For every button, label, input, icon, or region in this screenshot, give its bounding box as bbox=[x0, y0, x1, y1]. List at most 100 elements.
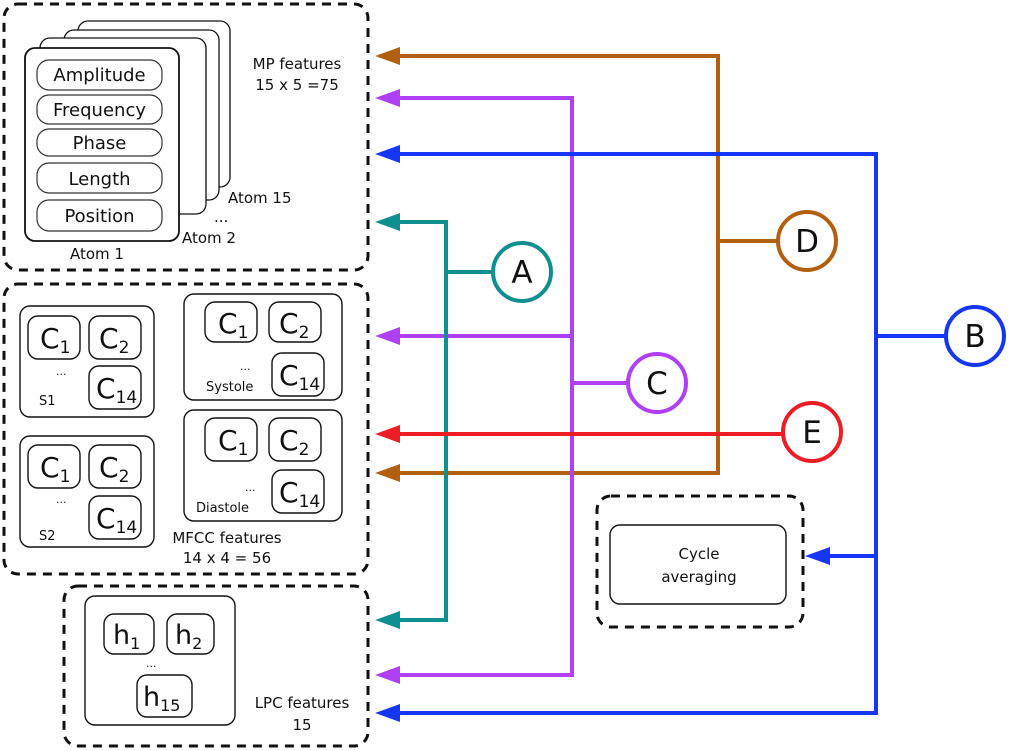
coef-box bbox=[271, 352, 325, 397]
node-e-label: E bbox=[802, 415, 822, 451]
arrow-c-lpc bbox=[375, 666, 400, 684]
coef-h1: h1 bbox=[113, 620, 140, 653]
arrow-a-mp bbox=[375, 213, 400, 231]
arrow-b-cycle bbox=[805, 547, 830, 565]
attribute-amplitude: Amplitude bbox=[53, 65, 145, 86]
attribute-pill bbox=[36, 199, 163, 232]
attribute-length: Length bbox=[68, 169, 130, 190]
node-b-label: B bbox=[964, 319, 985, 355]
attribute-pill bbox=[36, 94, 163, 125]
lpc-features-title: LPC features bbox=[255, 694, 350, 712]
coef-box bbox=[268, 417, 322, 462]
mp-group-border bbox=[2, 2, 370, 272]
connector-b bbox=[395, 152, 878, 715]
coef-ellipsis: ... bbox=[240, 360, 251, 373]
mfcc-features-group: C1 C2 ... C14 S1 C1 C2 ... C14 Systole C… bbox=[2, 282, 370, 576]
coef-c2: C2 bbox=[279, 307, 309, 343]
node-c-circle bbox=[626, 352, 688, 414]
coef-box bbox=[27, 444, 81, 489]
attribute-pill bbox=[36, 162, 163, 194]
arrow-b-lpc bbox=[375, 704, 400, 722]
coef-c1: C1 bbox=[40, 322, 70, 358]
mfcc-features-title: MFCC features bbox=[172, 529, 281, 547]
nodes: A B C D E bbox=[491, 210, 1006, 463]
attribute-pill bbox=[36, 128, 163, 157]
coef-c14: C14 bbox=[96, 372, 137, 408]
arrow-d-mp bbox=[375, 47, 400, 65]
arrow-c-mp bbox=[375, 89, 400, 107]
cycle-group-border bbox=[595, 494, 805, 629]
coef-box bbox=[268, 301, 322, 343]
block-label-s1: S1 bbox=[39, 394, 56, 409]
coef-box bbox=[271, 469, 325, 514]
block-label-s2: S2 bbox=[39, 529, 56, 544]
block-label-diastole: Diastole bbox=[196, 501, 249, 516]
mp-features-group: Amplitude Frequency Phase Length Positio… bbox=[2, 2, 370, 272]
atom-2-label: Atom 2 bbox=[182, 229, 236, 247]
coef-c14: C14 bbox=[96, 502, 137, 538]
arrow-d-mfcc bbox=[375, 464, 400, 482]
coef-ellipsis: ... bbox=[245, 481, 256, 494]
atom-attributes: Amplitude Frequency Phase Length Positio… bbox=[36, 59, 163, 232]
attribute-phase: Phase bbox=[73, 133, 127, 154]
block-label-systole: Systole bbox=[206, 380, 253, 395]
coef-ellipsis: ... bbox=[146, 657, 157, 670]
coef-ellipsis: ... bbox=[56, 365, 67, 378]
mfcc-block-s1: C1 C2 ... C14 S1 bbox=[19, 305, 155, 418]
coef-box bbox=[204, 301, 258, 343]
cycle-averaging-line1: Cycle bbox=[679, 545, 720, 563]
coef-box bbox=[103, 613, 155, 655]
lpc-features-count: 15 bbox=[292, 716, 311, 734]
mfcc-block-s2: C1 C2 ... C14 S2 bbox=[19, 435, 155, 548]
node-d-label: D bbox=[795, 224, 819, 260]
node-a-circle bbox=[491, 241, 553, 303]
coef-c2: C2 bbox=[99, 322, 129, 358]
mfcc-group-border bbox=[2, 282, 370, 576]
coef-c2: C2 bbox=[279, 424, 309, 460]
lpc-features-group: h1 h2 ... h15 LPC features 15 bbox=[62, 584, 370, 748]
atom-1-label: Atom 1 bbox=[70, 245, 124, 263]
coef-box bbox=[27, 315, 81, 360]
connector-d bbox=[395, 54, 720, 475]
arrow-e-mfcc bbox=[375, 425, 400, 443]
atom-ellipsis: ... bbox=[214, 208, 228, 226]
coef-c1: C1 bbox=[40, 451, 70, 487]
coef-box bbox=[166, 613, 215, 655]
attribute-pill bbox=[36, 59, 163, 91]
mp-features-title: MP features bbox=[253, 55, 342, 73]
arrow-a-lpc bbox=[375, 611, 400, 629]
connectors bbox=[375, 47, 945, 722]
coef-box bbox=[136, 674, 193, 718]
attribute-position: Position bbox=[64, 206, 134, 227]
atom-15-label: Atom 15 bbox=[228, 189, 292, 207]
mfcc-block-systole: C1 C2 ... C14 Systole bbox=[183, 293, 343, 401]
node-e-circle bbox=[781, 401, 843, 463]
coef-box bbox=[88, 365, 142, 410]
coef-c14: C14 bbox=[279, 476, 320, 512]
cycle-averaging-group: Cycle averaging bbox=[595, 494, 805, 629]
arrow-b-mp bbox=[375, 145, 400, 163]
node-d-circle bbox=[776, 210, 838, 272]
coef-c1: C1 bbox=[218, 307, 248, 343]
coef-c2: C2 bbox=[99, 451, 129, 487]
coef-box bbox=[88, 444, 142, 489]
coef-ellipsis: ... bbox=[56, 493, 67, 506]
connector-a bbox=[395, 220, 448, 622]
cycle-averaging-line2: averaging bbox=[661, 568, 736, 586]
node-c-label: C bbox=[646, 366, 668, 402]
coef-box bbox=[88, 315, 142, 360]
coef-h2: h2 bbox=[175, 620, 202, 653]
node-a-label: A bbox=[511, 255, 532, 291]
node-b-circle bbox=[944, 305, 1006, 367]
coef-box bbox=[88, 495, 142, 540]
attribute-frequency: Frequency bbox=[53, 100, 146, 121]
mfcc-block-diastole: C1 C2 ... C14 Diastole bbox=[183, 409, 343, 522]
connector-c bbox=[395, 96, 574, 677]
mfcc-features-count: 14 x 4 = 56 bbox=[183, 549, 271, 567]
mp-features-count: 15 x 5 =75 bbox=[255, 76, 338, 94]
coef-c14: C14 bbox=[279, 359, 320, 395]
coef-c1: C1 bbox=[218, 424, 248, 460]
cycle-averaging-box bbox=[609, 524, 787, 605]
coef-h15: h15 bbox=[143, 682, 180, 715]
